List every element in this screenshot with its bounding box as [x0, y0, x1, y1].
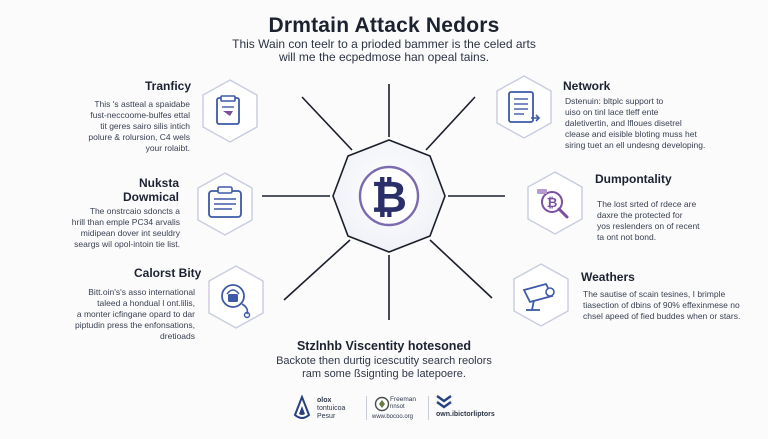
node-text-download: The onstrcaio sdoncts a hrill than emple…	[56, 206, 180, 250]
logo-freeman: Freeman nnsot www.bocoo.org	[372, 391, 426, 425]
weathers-line: tiasection of dbins of 90% effexinmese n…	[583, 300, 740, 310]
logo-freeman-label-2: nnsot	[390, 404, 405, 410]
logo-olox: olox tontuicoa Pesur	[292, 391, 368, 425]
checklist-icon	[491, 74, 557, 140]
logo-olox-label-3: Pesur	[317, 413, 336, 420]
footer-line-1: Backote then durtig icescutity search re…	[276, 355, 492, 367]
logo-olox-label-1: olox	[317, 397, 332, 404]
bitcoin-symbol: ₿	[371, 173, 407, 222]
network-line: daletivertin, and lfloues disetrel	[565, 118, 682, 128]
dumpontality-line: ta ont not bond.	[597, 232, 657, 242]
footer-line-2: ram some ßsignting be latepoere.	[302, 368, 466, 380]
download-title-line-2: Dowmical	[122, 190, 179, 204]
download-line: seargs wil opol-intoin tie list.	[74, 239, 180, 249]
logo-divider	[366, 396, 367, 420]
camera-icon	[508, 262, 574, 328]
logo-olox-label-2: tontuicoa	[317, 405, 346, 412]
dumpontality-line: yos reslenders on of recent	[597, 221, 700, 231]
node-title-download: Nuksta Dowmical	[108, 176, 179, 204]
footer-title: Stzlnhb Viscentity hotesoned	[296, 339, 472, 353]
center-bitcoin-hub: ₿	[330, 137, 448, 255]
download-line: The onstrcaio sdoncts a	[89, 206, 180, 216]
bitcoin-magnifier-icon: ₿	[522, 170, 588, 236]
traffic-line: This 's astteal a spaidabe	[94, 99, 190, 109]
dumpontality-line: daxre the protected for	[597, 210, 683, 220]
calorst-line: dretioads	[160, 331, 195, 341]
download-line: hrill than emple PC34 arvalis	[71, 217, 180, 227]
node-title-dumpontality: Dumpontality	[595, 172, 672, 186]
network-line: clease and eisible bloting muss het	[565, 129, 697, 139]
flame-icon	[293, 395, 311, 419]
download-title-line-1: Nuksta	[138, 176, 179, 190]
page-title: Drmtain Attack Nedors	[268, 14, 500, 37]
node-text-dumpontality: The lost srted of rdece are daxre the pr…	[597, 199, 727, 243]
subtitle-line-2: will me the ecpedmose han opeal tains.	[278, 50, 490, 64]
calorst-line: Bitt.oin's's asso international	[88, 287, 195, 297]
logo-freeman-label-3: www.bocoo.org	[372, 414, 414, 420]
network-line: Dstenuin: bltplc support to	[565, 96, 664, 106]
weathers-line: chsel apeed of fied buddes when or stars…	[583, 311, 741, 321]
node-title-traffic: Tranficy	[145, 79, 192, 93]
network-line: uiso on tinl lace tleff ente	[565, 107, 659, 117]
bitcoin-icon: ₿	[332, 139, 446, 253]
node-text-network: Dstenuin: bltplc support to uiso on tinl…	[565, 96, 745, 151]
logo-freeman-label-1: Freeman	[390, 396, 417, 403]
logo-ictorliptors-label: own.ibictorliptors	[436, 411, 495, 418]
calorst-line: a monter icfingane opard to dar	[76, 309, 195, 319]
node-title-network: Network	[563, 79, 611, 93]
node-title-calorst: Calorst Bity	[134, 266, 202, 280]
node-text-traffic: This 's astteal a spaidabe fust-neccoome…	[68, 99, 190, 154]
lock-chain-icon	[203, 264, 269, 330]
traffic-line: fust-neccoome-bulfes ettal	[90, 110, 190, 120]
logo-ictorliptors: own.ibictorliptors	[434, 391, 514, 425]
footer-text: Backote then durtig icescutity search re…	[0, 355, 768, 381]
document-icon	[197, 78, 263, 144]
clipboard-icon	[192, 171, 258, 237]
node-text-weathers: The sautise of scain tesines, I brimple …	[583, 289, 759, 322]
calorst-line: taleed a hondual l ont.lilis,	[97, 298, 195, 308]
emblem-icon	[374, 396, 390, 412]
calorst-line: piptudin press the enfonsations,	[74, 320, 195, 330]
traffic-line: polure & rolursion, C4 wels	[88, 132, 190, 142]
partner-logos: olox tontuicoa Pesur Freeman nnsot www.b…	[0, 391, 768, 425]
chevron-icon	[436, 395, 452, 409]
network-line: siring tuet an ell undesng developing.	[565, 140, 706, 150]
weathers-line: The sautise of scain tesines, I brimple	[583, 289, 726, 299]
node-text-calorst: Bitt.oin's's asso international taleed a…	[62, 287, 195, 342]
node-title-weathers: Weathers	[581, 270, 635, 284]
page-subtitle: This Wain con teelr to a prioded bammer …	[0, 38, 768, 64]
traffic-line: your rolaibt.	[145, 143, 190, 153]
svg-text:₿: ₿	[547, 195, 558, 210]
traffic-line: tit geres sairo silis intich	[100, 121, 190, 131]
logo-divider	[428, 396, 429, 420]
subtitle-line-1: This Wain con teelr to a prioded bammer …	[232, 37, 536, 51]
download-line: midipean dover int seuldry	[80, 228, 180, 238]
dumpontality-line: The lost srted of rdece are	[597, 199, 697, 209]
